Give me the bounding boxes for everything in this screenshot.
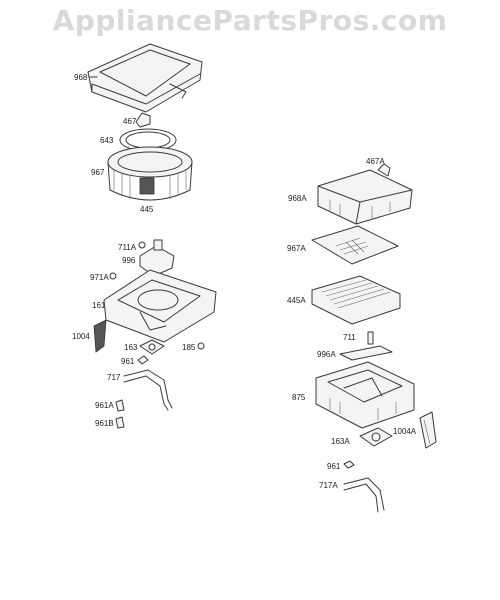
part-961-screw[interactable] xyxy=(137,355,149,365)
part-717-breather-tube[interactable] xyxy=(123,369,173,411)
part-967-filter-element[interactable] xyxy=(107,146,193,201)
label-961: 961 xyxy=(121,357,135,366)
label-996A: 996A xyxy=(317,350,336,359)
part-961B-screw[interactable] xyxy=(115,416,125,429)
label-717: 717 xyxy=(107,373,121,382)
label-967: 967 xyxy=(91,168,105,177)
part-968A-air-cleaner-cover[interactable] xyxy=(317,169,413,225)
label-875: 875 xyxy=(292,393,306,402)
part-467A-knob[interactable] xyxy=(377,163,391,177)
label-961-right: 961 xyxy=(327,462,341,471)
label-163: 163 xyxy=(124,343,138,352)
label-161: 161 xyxy=(92,301,106,310)
label-185: 185 xyxy=(182,343,196,352)
part-185-nut[interactable] xyxy=(197,342,205,350)
label-967A: 967A xyxy=(287,244,306,253)
part-711-screw[interactable] xyxy=(367,331,374,345)
label-996: 996 xyxy=(122,256,136,265)
label-961A: 961A xyxy=(95,401,114,410)
label-445A: 445A xyxy=(287,296,306,305)
part-996-bracket[interactable] xyxy=(139,239,175,277)
part-1004-deflector[interactable] xyxy=(93,319,107,353)
part-467-knob[interactable] xyxy=(135,112,151,128)
watermark: AppliancePartsPros.com xyxy=(52,4,448,37)
label-643: 643 xyxy=(100,136,114,145)
label-1004A: 1004A xyxy=(393,427,417,436)
label-971A: 971A xyxy=(90,273,109,282)
part-161-base[interactable] xyxy=(103,269,217,343)
label-968A: 968A xyxy=(288,194,307,203)
part-711A-screw[interactable] xyxy=(138,241,146,249)
part-961-screw-right[interactable] xyxy=(343,460,355,469)
label-717A: 717A xyxy=(319,481,338,490)
label-1004: 1004 xyxy=(72,332,90,341)
part-971A-grommet[interactable] xyxy=(109,272,117,280)
label-711A: 711A xyxy=(118,243,137,252)
part-968-air-cleaner-cover[interactable] xyxy=(87,43,203,113)
part-996A-gasket[interactable] xyxy=(339,345,393,361)
part-717A-breather-tube[interactable] xyxy=(343,477,385,513)
part-163-gasket[interactable] xyxy=(139,339,165,355)
label-467: 467 xyxy=(123,117,137,126)
part-961A-screw[interactable] xyxy=(115,399,125,412)
part-445A-paper-filter[interactable] xyxy=(311,275,401,325)
label-445: 445 xyxy=(140,205,154,214)
label-163A: 163A xyxy=(331,437,350,446)
part-163A-gasket[interactable] xyxy=(359,427,393,447)
part-967A-pre-cleaner[interactable] xyxy=(311,225,399,265)
label-961B: 961B xyxy=(95,419,114,428)
label-711: 711 xyxy=(343,333,356,342)
part-875-base[interactable] xyxy=(315,361,415,429)
label-467A: 467A xyxy=(366,157,385,166)
label-968: 968 xyxy=(74,73,88,82)
part-1004A-deflector[interactable] xyxy=(419,411,437,449)
